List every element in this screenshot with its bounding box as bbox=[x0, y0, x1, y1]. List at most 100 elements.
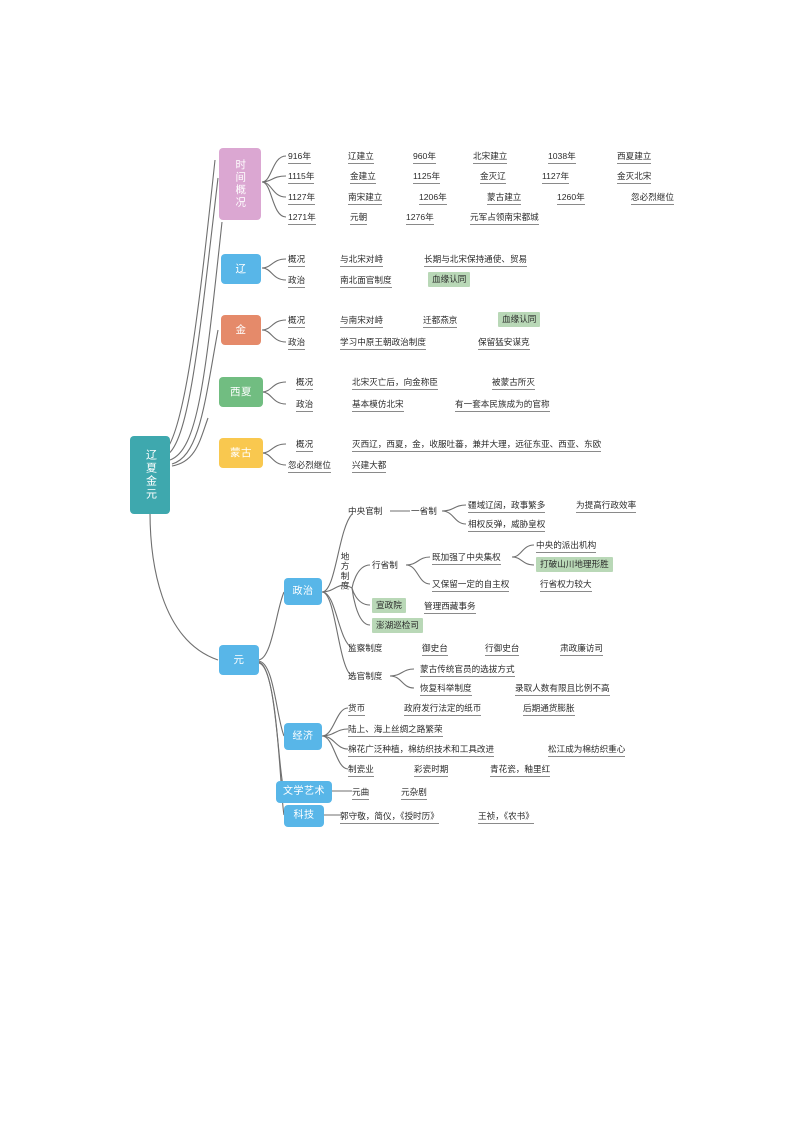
leaf-wenxue-c1: 元杂剧 bbox=[401, 786, 427, 800]
leaf-yishengzhi-n1-c0: 相权反弹，威胁皇权 bbox=[468, 518, 546, 532]
leaf-xuanzhengyuan-highlight: 宣政院 bbox=[372, 598, 406, 613]
branch-node-liao-label: 辽 bbox=[235, 262, 247, 275]
leaf-shijian-r1-c0: 1115年 bbox=[288, 170, 315, 184]
leaf-wenxue-c0: 元曲 bbox=[352, 786, 370, 800]
leaf-liao-r0-c2: 长期与北宋保持通使、贸易 bbox=[424, 253, 528, 267]
leaf-shijian-r1-c1: 金建立 bbox=[350, 170, 376, 184]
label-zhongyang-guanzhi: 中央官制 bbox=[348, 506, 383, 516]
branch-node-xixia[interactable]: 西夏 bbox=[219, 377, 263, 407]
leaf-shijian-r3-c0: 1271年 bbox=[288, 211, 316, 225]
leaf-liao-r1-c2-highlight: 血缘认同 bbox=[428, 272, 471, 287]
leaf-menggu-r1-c1: 兴建大都 bbox=[352, 459, 387, 473]
leaf-jin-r0-c3-highlight: 血缘认同 bbox=[498, 312, 541, 327]
leaf-jingji-r3-c2: 青花瓷，釉里红 bbox=[490, 763, 551, 777]
branch-node-shijian[interactable]: 时间概况 bbox=[219, 148, 261, 220]
leaf-shijian-r3-c2: 1276年 bbox=[406, 211, 434, 225]
leaf-menggu-r0-c0: 概况 bbox=[296, 438, 314, 452]
leaf-menggu-r1-c0: 忽必烈继位 bbox=[288, 459, 331, 473]
branch-node-jin-label: 金 bbox=[235, 323, 247, 336]
branch-node-menggu-label: 蒙古 bbox=[230, 446, 252, 459]
root-node[interactable]: 辽夏金元 bbox=[130, 436, 170, 514]
leaf-shijian-r1-c4: 1127年 bbox=[542, 170, 570, 184]
subbranch-node-wenxue-label: 文学艺术 bbox=[283, 786, 325, 798]
branch-node-liao[interactable]: 辽 bbox=[221, 254, 261, 284]
leaf-xuanguan-n1-c1: 录取人数有限且比例不高 bbox=[515, 682, 610, 696]
leaf-jiancha-2: 肃政廉访司 bbox=[560, 642, 603, 656]
leaf-jingji-r0-c1: 政府发行法定的纸币 bbox=[404, 702, 482, 716]
leaf-jin-r0-c0: 概况 bbox=[288, 314, 306, 328]
leaf-xingsheng-n2-highlight: 打破山川地理形胜 bbox=[536, 557, 613, 572]
leaf-keji-c0: 郭守敬，简仪，《授时历》 bbox=[340, 810, 439, 824]
leaf-xuanguan-n1-c0: 恢复科举制度 bbox=[420, 682, 472, 696]
leaf-shijian-r3-c1: 元朝 bbox=[350, 211, 368, 225]
leaf-penghu-highlight: 澎湖巡检司 bbox=[372, 618, 423, 633]
leaf-shijian-r0-c0: 916年 bbox=[288, 150, 311, 164]
leaf-jin-r1-c1: 学习中原王朝政治制度 bbox=[340, 336, 426, 350]
leaf-keji-c1: 王祯，《农书》 bbox=[478, 810, 534, 824]
branch-node-yuan[interactable]: 元 bbox=[219, 645, 259, 675]
branch-node-xixia-label: 西夏 bbox=[230, 385, 252, 398]
leaf-shijian-r2-c1: 南宋建立 bbox=[348, 191, 383, 205]
subbranch-node-jingji[interactable]: 经济 bbox=[284, 723, 322, 750]
subbranch-node-keji-label: 科技 bbox=[293, 810, 315, 822]
leaf-xingsheng-n1: 中央的派出机构 bbox=[536, 539, 597, 553]
label-xuanguan-zhidu: 选官制度 bbox=[348, 671, 383, 681]
branch-node-jin[interactable]: 金 bbox=[221, 315, 261, 345]
root-node-label: 辽夏金元 bbox=[144, 449, 157, 501]
leaf-shijian-r0-c2: 960年 bbox=[413, 150, 436, 164]
leaf-shijian-r0-c5: 西夏建立 bbox=[617, 150, 652, 164]
leaf-shijian-r2-c0: 1127年 bbox=[288, 191, 316, 205]
leaf-xixia-r1-c1: 基本模仿北宋 bbox=[352, 398, 404, 412]
leaf-shijian-r1-c2: 1125年 bbox=[413, 170, 441, 184]
leaf-shijian-r2-c3: 蒙古建立 bbox=[487, 191, 522, 205]
leaf-shijian-r1-c3: 金灭辽 bbox=[480, 170, 506, 184]
leaf-liao-r0-c1: 与北宋对峙 bbox=[340, 253, 383, 267]
leaf-liao-r1-c1: 南北面官制度 bbox=[340, 274, 392, 288]
leaf-shijian-r2-c4: 1260年 bbox=[557, 191, 585, 205]
leaf-xixia-r1-c2: 有一套本民族成为的官称 bbox=[455, 398, 550, 412]
leaf-shijian-r2-c2: 1206年 bbox=[419, 191, 447, 205]
leaf-xixia-r0-c2: 被蒙古所灭 bbox=[492, 376, 535, 390]
leaf-jingji-r0-c0: 货币 bbox=[348, 702, 366, 716]
leaf-jiancha-1: 行御史台 bbox=[485, 642, 520, 656]
leaf-jin-r1-c2: 保留猛安谋克 bbox=[478, 336, 530, 350]
leaf-jingji-r2-c1: 松江成为棉纺织重心 bbox=[548, 743, 626, 757]
branch-node-yuan-label: 元 bbox=[233, 653, 245, 666]
leaf-xixia-r1-c0: 政治 bbox=[296, 398, 314, 412]
leaf-xuanzhengyuan-note: 管理西藏事务 bbox=[424, 600, 476, 614]
leaf-jin-r0-c2: 迁都燕京 bbox=[423, 314, 458, 328]
leaf-jin-r1-c0: 政治 bbox=[288, 336, 306, 350]
leaf-shijian-r3-c3: 元军占领南宋都城 bbox=[470, 211, 539, 225]
leaf-xuanguan-n0: 蒙古传统官员的选拔方式 bbox=[420, 663, 515, 677]
label-jiancha-zhidu: 监察制度 bbox=[348, 643, 383, 653]
leaf-menggu-r0-c1: 灭西辽，西夏，金，收服吐蕃，兼并大理，远征东亚、西亚、东欧 bbox=[352, 438, 602, 452]
leaf-xingsheng-n0: 既加强了中央集权 bbox=[432, 551, 501, 565]
leaf-jingji-r2-c0: 棉花广泛种植，棉纺织技术和工具改进 bbox=[348, 743, 495, 757]
leaf-shijian-r0-c4: 1038年 bbox=[548, 150, 576, 164]
leaf-liao-r1-c0: 政治 bbox=[288, 274, 306, 288]
leaf-yishengzhi-n0-c1: 为提高行政效率 bbox=[576, 499, 637, 513]
subbranch-node-wenxue[interactable]: 文学艺术 bbox=[276, 781, 332, 803]
leaf-shijian-r1-c5: 金灭北宋 bbox=[617, 170, 652, 184]
label-difang-zhidu: 地方制度 bbox=[340, 552, 350, 591]
subbranch-node-zhengzhi-label: 政治 bbox=[292, 585, 314, 597]
leaf-shijian-r2-c5: 忽必烈继位 bbox=[631, 191, 674, 205]
label-xingshengzhi: 行省制 bbox=[372, 560, 398, 570]
subbranch-node-zhengzhi[interactable]: 政治 bbox=[284, 578, 322, 605]
leaf-jingji-r0-c2: 后期通货膨胀 bbox=[523, 702, 575, 716]
leaf-xingsheng-n3-c1: 行省权力较大 bbox=[540, 578, 592, 592]
leaf-xingsheng-n3-c0: 又保留一定的自主权 bbox=[432, 578, 510, 592]
subbranch-node-jingji-label: 经济 bbox=[292, 730, 314, 742]
leaf-xixia-r0-c0: 概况 bbox=[296, 376, 314, 390]
leaf-jingji-r1-c0: 陆上、海上丝绸之路繁荣 bbox=[348, 723, 443, 737]
branch-node-menggu[interactable]: 蒙古 bbox=[219, 438, 263, 468]
leaf-liao-r0-c0: 概况 bbox=[288, 253, 306, 267]
branch-node-shijian-label: 时间概况 bbox=[234, 159, 247, 209]
leaf-jiancha-0: 御史台 bbox=[422, 642, 448, 656]
leaf-yishengzhi-n0-c0: 疆域辽阔，政事繁多 bbox=[468, 499, 546, 513]
label-yishengzhi: 一省制 bbox=[411, 506, 437, 516]
leaf-shijian-r0-c3: 北宋建立 bbox=[473, 150, 508, 164]
subbranch-node-keji[interactable]: 科技 bbox=[284, 805, 324, 827]
leaf-jin-r0-c1: 与南宋对峙 bbox=[340, 314, 383, 328]
